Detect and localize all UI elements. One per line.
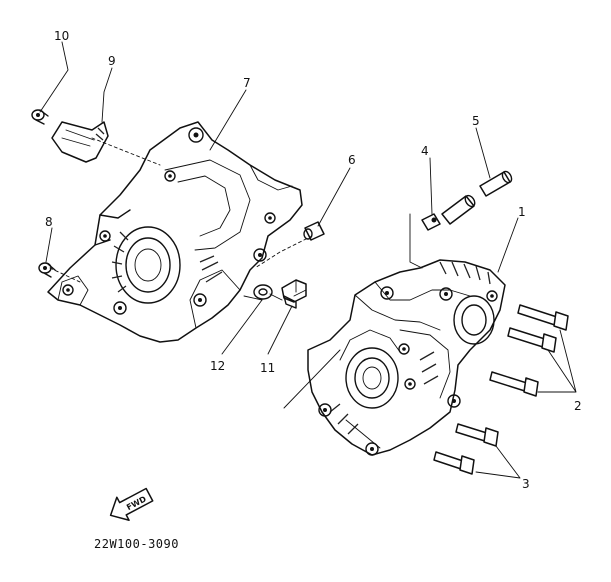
seal-plate-part-9 (51, 121, 109, 163)
dowel-pin-part-6 (303, 221, 325, 241)
dowel-pin-part-4 (421, 213, 441, 231)
callout-9: 9 (108, 54, 116, 68)
forward-direction-arrow: FWD (109, 487, 154, 521)
right-crankcase (307, 259, 506, 456)
callout-labels: 10 9 7 6 8 4 5 1 2 3 12 11 (45, 29, 582, 491)
washer-part-12 (253, 284, 273, 300)
bush-part-5 (441, 170, 513, 225)
bolt-part-10 (31, 109, 49, 125)
callout-11: 11 (260, 361, 275, 375)
bolts-part-2 (489, 304, 569, 397)
callout-2: 2 (574, 399, 582, 413)
left-crankcase (47, 121, 303, 343)
part-code: 22W100-3090 (94, 537, 179, 551)
plug-bolt-part-11 (281, 279, 307, 309)
callout-12: 12 (210, 359, 225, 373)
callout-1: 1 (518, 205, 526, 219)
bolt-part-8 (38, 262, 56, 278)
callout-7: 7 (243, 76, 251, 90)
leader-lines (39, 41, 577, 479)
callout-8: 8 (45, 215, 53, 229)
callout-4: 4 (421, 144, 429, 158)
callout-3: 3 (522, 477, 530, 491)
bolts-part-3 (433, 423, 499, 475)
callout-10: 10 (54, 29, 69, 43)
callout-6: 6 (348, 153, 356, 167)
callout-5: 5 (472, 114, 480, 128)
